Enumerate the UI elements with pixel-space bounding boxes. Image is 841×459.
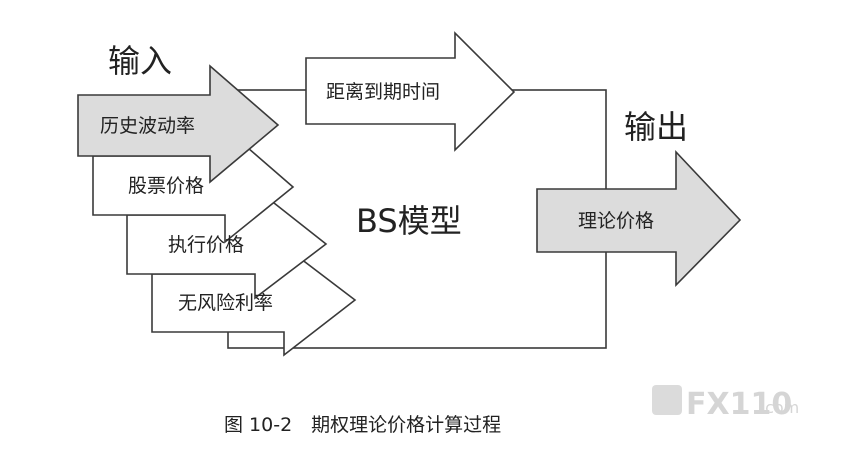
watermark-suffix: .com <box>760 398 799 417</box>
input-arrow-time-to-expiry <box>305 31 516 152</box>
label-time-to-expiry: 距离到期时间 <box>326 81 440 103</box>
label-volatility: 历史波动率 <box>100 115 195 137</box>
label-strike-price: 执行价格 <box>168 234 244 256</box>
fx110-watermark-logo: FX110 .com <box>652 385 799 422</box>
model-title: BS模型 <box>356 202 462 240</box>
label-theoretical-price: 理论价格 <box>578 210 654 232</box>
input-arrow-volatility <box>77 64 280 184</box>
output-heading: 输出 <box>624 108 688 146</box>
input-heading: 输入 <box>108 42 172 80</box>
figure-caption: 图 10-2 期权理论价格计算过程 <box>224 414 501 436</box>
label-stock-price: 股票价格 <box>128 175 204 197</box>
watermark-badge-icon <box>652 385 682 415</box>
label-risk-free-rate: 无风险利率 <box>178 292 273 314</box>
output-arrow-theoretical-price <box>536 149 742 287</box>
watermark-brand: FX110 <box>686 387 792 422</box>
